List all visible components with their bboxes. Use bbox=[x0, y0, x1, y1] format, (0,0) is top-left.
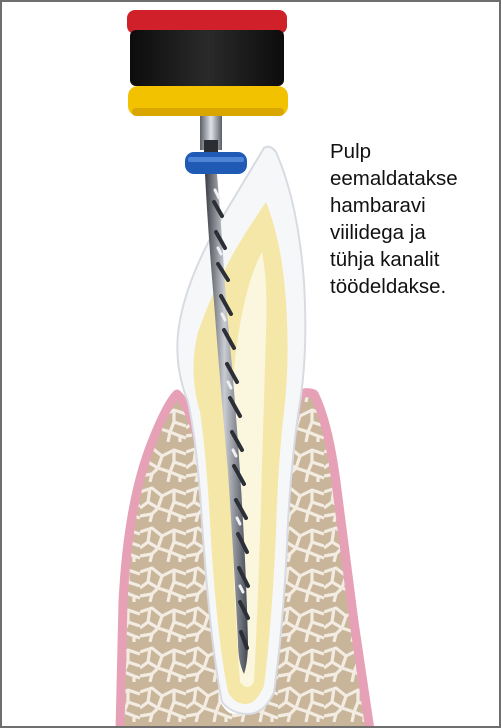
caption-line-1: Pulp bbox=[330, 138, 500, 165]
caption-line-2: eemaldatakse bbox=[330, 165, 500, 192]
handpiece-body bbox=[130, 30, 284, 86]
caption-line-5: tühja kanalit bbox=[330, 246, 500, 273]
caption-line-3: hambaravi bbox=[330, 192, 500, 219]
procedure-caption: Pulp eemaldatakse hambaravi viilidega ja… bbox=[330, 138, 500, 300]
caption-line-6: töödeldakse. bbox=[330, 273, 500, 300]
caption-line-4: viilidega ja bbox=[330, 219, 500, 246]
rubber-stopper bbox=[185, 152, 247, 174]
